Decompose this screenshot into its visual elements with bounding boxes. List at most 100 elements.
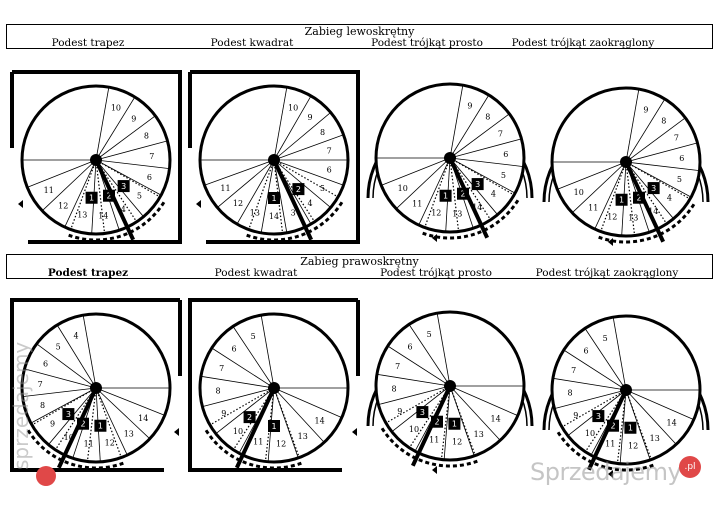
landing-marker-number: 3 [420, 408, 425, 417]
wall [188, 298, 358, 472]
step-number: 10 [233, 427, 243, 436]
step-number: 13 [628, 214, 638, 223]
landing-marker [85, 191, 98, 204]
landing-marker-number: 1 [619, 196, 624, 205]
watermark-logo: Sprzedajemy [530, 458, 682, 486]
tread-line [418, 157, 451, 226]
landing-marker [268, 192, 280, 204]
exit-arrow-icon [608, 470, 613, 478]
landing-marker-number: 3 [596, 412, 601, 421]
wall [12, 70, 182, 244]
tread-line [387, 345, 451, 387]
step-number: 8 [320, 128, 325, 137]
landing-marker [439, 189, 452, 202]
tread-line [449, 138, 522, 159]
tread-line [95, 159, 170, 169]
step-number: 13 [124, 429, 134, 438]
step-number: 4 [121, 205, 126, 214]
tread-line [24, 368, 97, 389]
tread-line [625, 142, 698, 163]
handrail [56, 387, 98, 469]
header-right-turn: Zabieg prawoskrętny Podest trapez Podest… [6, 254, 713, 279]
tread-line [95, 387, 165, 416]
step-number: 12 [58, 201, 68, 210]
step-number: 8 [485, 113, 490, 122]
tread-line [557, 161, 627, 190]
step-number: 11 [588, 203, 598, 212]
landing-marker [624, 421, 637, 434]
tread-line [563, 349, 627, 391]
step-number: 6 [327, 166, 332, 175]
step-number: 14 [269, 212, 279, 221]
step-number: 11 [253, 438, 263, 447]
landing-marker-number: 1 [271, 422, 276, 431]
label-trojkat-prosto-right: Podest trójkąt prosto [380, 267, 492, 279]
landing-marker [94, 419, 107, 432]
tread-line [408, 324, 451, 387]
step-number: 13 [298, 432, 308, 441]
tread-line [381, 157, 451, 186]
landing-marker [268, 420, 280, 432]
step-number: 7 [571, 366, 576, 375]
step-number: 9 [573, 411, 578, 420]
exit-arrow-icon [18, 200, 23, 208]
step-number: 4 [667, 193, 672, 202]
section-title-left: Zabieg lewoskrętny [304, 25, 415, 38]
step-number: 14 [98, 212, 108, 221]
step-number: 13 [452, 210, 462, 219]
landing-marker-number: 2 [460, 190, 465, 199]
step-number: 8 [661, 117, 666, 126]
step-number: 5 [501, 171, 506, 180]
tread-line [449, 385, 501, 441]
tread-line [619, 389, 627, 464]
tread-line [82, 315, 97, 389]
landing-marker-number: 2 [247, 413, 252, 422]
tread-line [204, 159, 275, 186]
step-number: 10 [585, 429, 595, 438]
label-trapez-right: Podest trapez [47, 267, 129, 279]
landing-marker-number: 1 [271, 194, 276, 203]
step-number: 3 [291, 209, 296, 218]
step-number: 6 [147, 173, 152, 182]
handrail [410, 385, 452, 467]
label-trojkat-zaokraglony-left: Podest trójkąt zaokrąglony [511, 37, 655, 49]
tread-line [36, 343, 97, 389]
tread-line [625, 161, 700, 171]
step-number: 5 [56, 343, 61, 352]
wall [190, 70, 360, 244]
exit-arrow-icon [196, 200, 201, 208]
tread-line [443, 385, 451, 460]
tread-line [612, 317, 627, 391]
header-left-turn: Zabieg lewoskrętny Podest trapez Podest … [6, 24, 713, 49]
landing-marker [615, 193, 628, 206]
section-title-right: Zabieg prawoskrętny [300, 255, 419, 268]
tread-line [449, 385, 475, 457]
tread-line [625, 389, 694, 421]
tread-line [436, 313, 451, 387]
exit-arrow-icon [174, 428, 179, 436]
tread-line [449, 385, 518, 417]
step-number: 5 [677, 175, 682, 184]
step-number: 4 [491, 189, 496, 198]
step-number: 14 [315, 416, 325, 425]
landing-marker-number: 1 [443, 192, 448, 201]
step-number: 7 [498, 130, 503, 139]
tread-line [273, 387, 325, 443]
step-number: 12 [105, 438, 115, 447]
landing-marker [647, 182, 660, 195]
exit-arrow-icon [432, 234, 437, 242]
step-number: 13 [650, 434, 660, 443]
landing-marker [471, 178, 484, 191]
step-number: 10 [288, 103, 298, 112]
step-number: 10 [574, 188, 584, 197]
tread-line [273, 387, 342, 419]
tread-line [22, 387, 97, 397]
tread-line [30, 387, 97, 424]
step-number: 14 [472, 203, 482, 212]
tread-line [27, 159, 97, 188]
tread-line [95, 96, 136, 161]
